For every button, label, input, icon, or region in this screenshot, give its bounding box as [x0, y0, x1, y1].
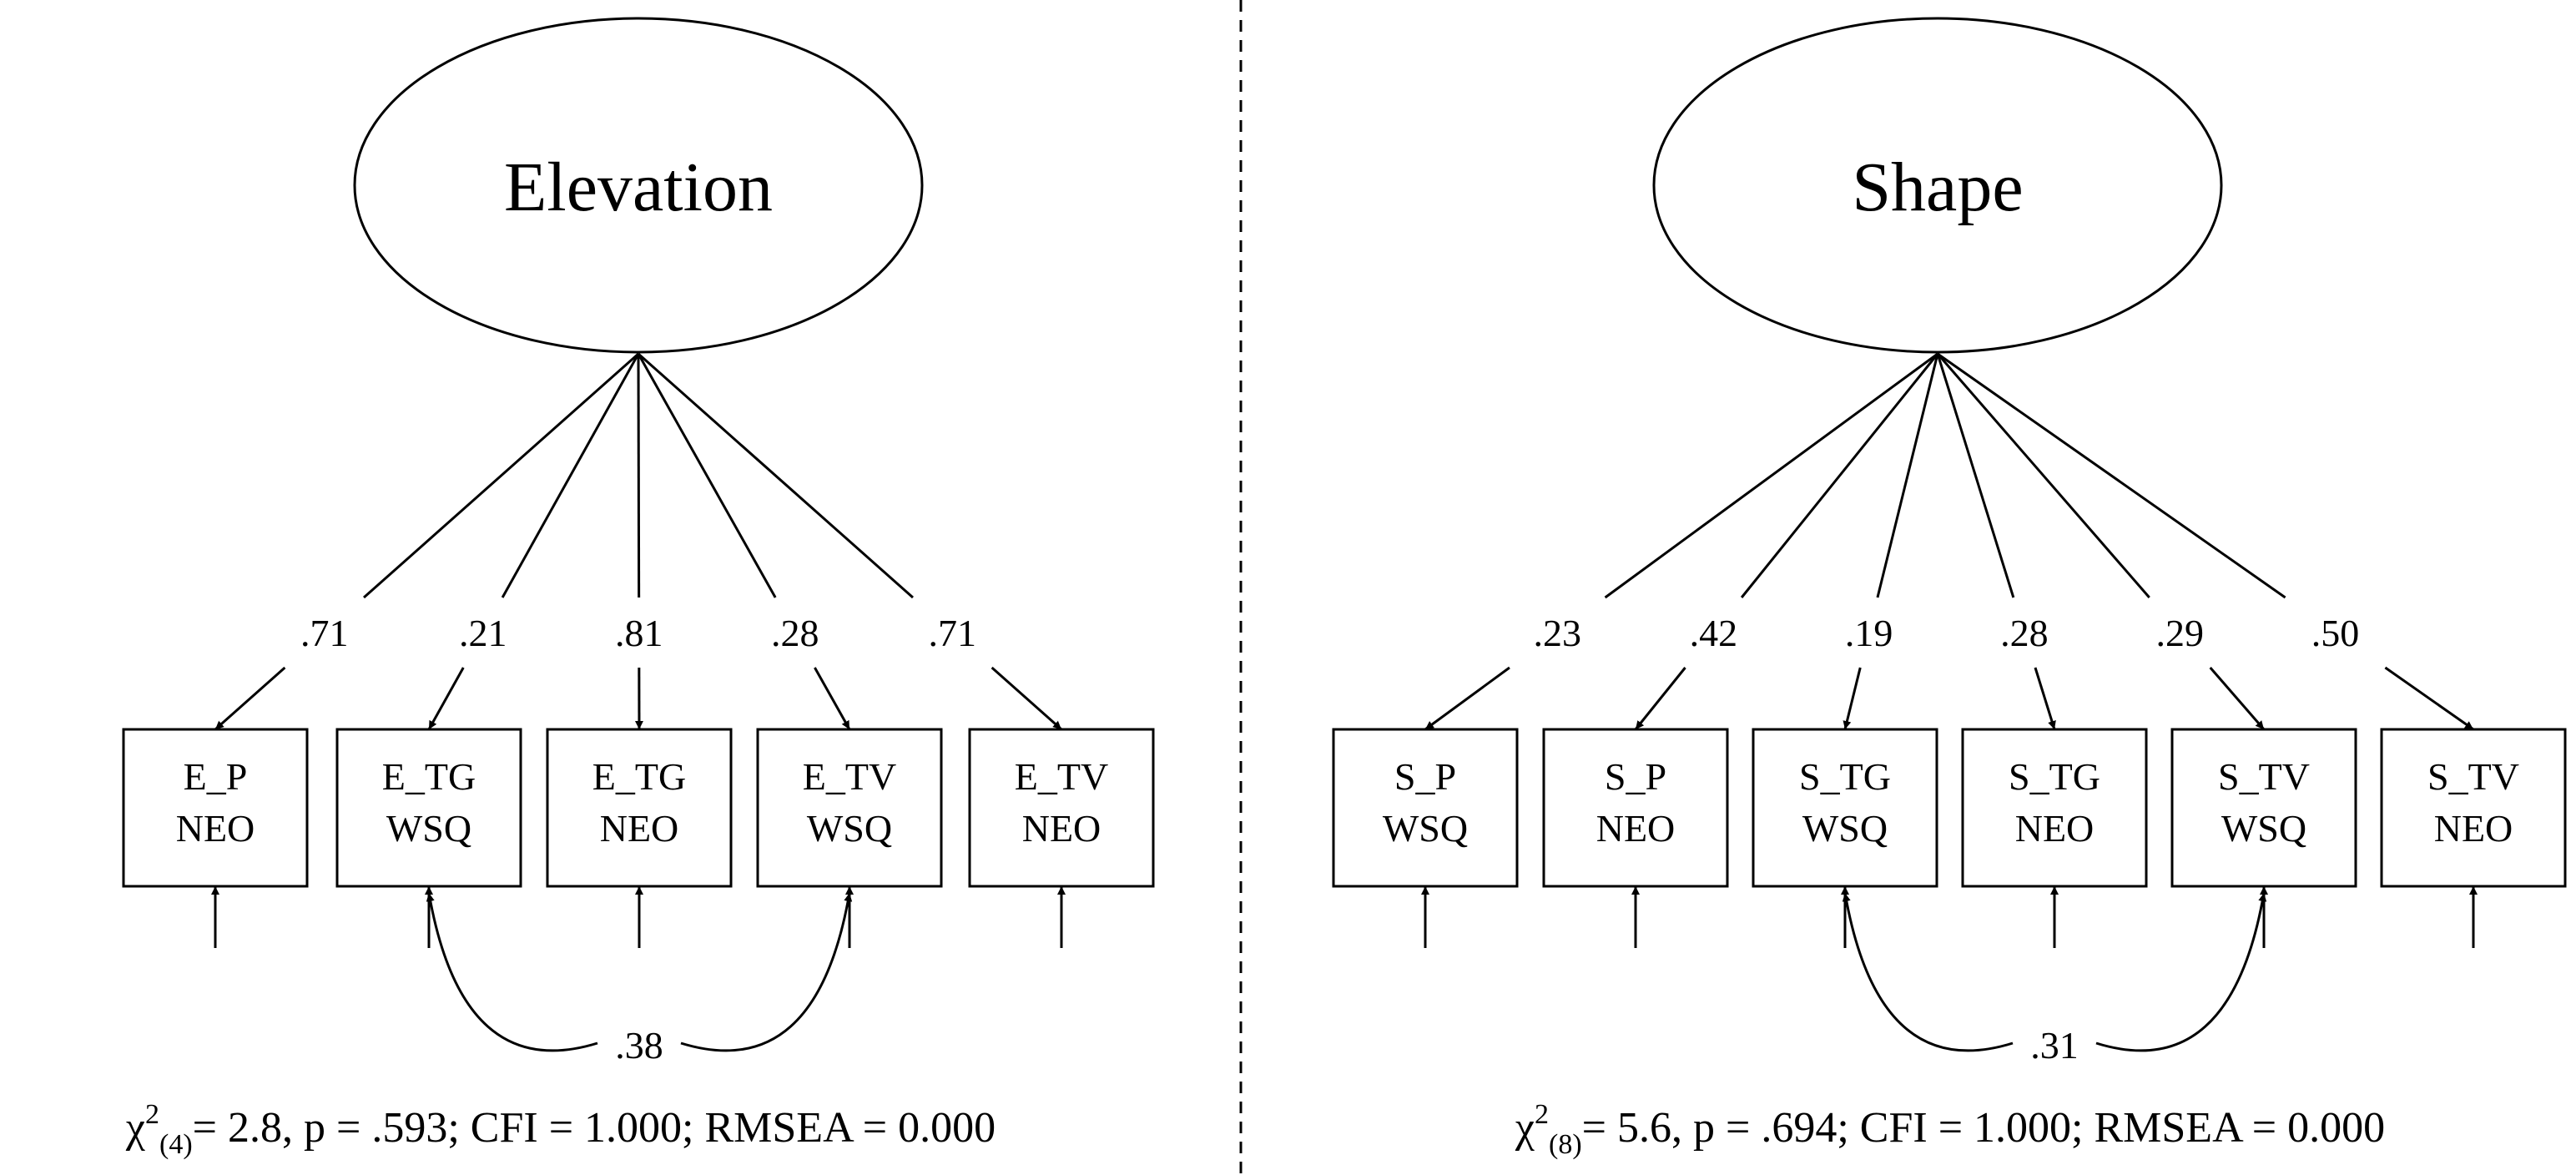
- loading-arrow: [2034, 667, 2056, 730]
- indicator-source: WSQ: [2221, 807, 2306, 850]
- panel-shape: Shape .23S_P WSQ .42S_P NEO .19S_TG WSQ .28S_T…: [1332, 17, 2567, 1160]
- loading-value: .81: [615, 612, 663, 654]
- indicator-source: NEO: [176, 807, 255, 850]
- fit-rest: = 2.8, p = .593; CFI = 1.000; RMSEA = 0.…: [193, 1104, 996, 1152]
- covariance-value: .38: [615, 1024, 663, 1067]
- loading-value: .42: [1690, 612, 1738, 654]
- indicator-name: S_TG: [2009, 755, 2100, 798]
- fit-statistics: χ2(8)= 5.6, p = .694; CFI = 1.000; RMSEA…: [1515, 1099, 2385, 1160]
- latent-label: Elevation: [504, 149, 773, 226]
- indicator-source: WSQ: [386, 807, 471, 850]
- indicator-source: WSQ: [807, 807, 892, 850]
- indicator-source: NEO: [600, 807, 679, 850]
- indicator-box: [1332, 728, 1519, 888]
- loading-arrow: [1424, 666, 1510, 731]
- fit-rest: = 5.6, p = .694; CFI = 1.000; RMSEA = 0.…: [1582, 1104, 2385, 1152]
- indicator-source: WSQ: [1383, 807, 1468, 850]
- indicator-name: E_TV: [1015, 755, 1108, 798]
- indicator-box: [546, 728, 733, 888]
- loading-path: [637, 353, 777, 598]
- loading-arrow: [1634, 667, 1686, 730]
- covariance-curve-left: [1842, 892, 2014, 1052]
- loading-value: .71: [300, 612, 349, 654]
- indicator-box: [1542, 728, 1729, 888]
- loading-arrow: [2384, 666, 2474, 731]
- loading-arrow: [214, 666, 286, 731]
- loading-arrow: [2209, 667, 2266, 730]
- indicator-box: [122, 728, 309, 888]
- covariance-curve-left: [426, 892, 598, 1052]
- chi-df: (4): [159, 1129, 193, 1160]
- indicator-source: NEO: [1596, 807, 1676, 850]
- covariance-curve-right: [2095, 892, 2267, 1052]
- indicator-name: S_TG: [1799, 755, 1891, 798]
- chi-symbol: χ: [125, 1104, 145, 1152]
- loading-arrow: [1843, 667, 1862, 730]
- loading-path: [363, 352, 639, 599]
- loading-arrow: [991, 666, 1062, 731]
- loading-value: .29: [2155, 612, 2204, 654]
- loading-path: [501, 353, 640, 598]
- indicator-source: NEO: [1022, 807, 1101, 850]
- loading-path: [1876, 353, 1939, 598]
- loading-path: [1936, 353, 2150, 598]
- indicator-name: S_TV: [2427, 755, 2519, 798]
- fit-statistics: χ2(4)= 2.8, p = .593; CFI = 1.000; RMSEA…: [125, 1099, 996, 1160]
- indicator-box: [968, 728, 1155, 888]
- covariance-value: .31: [2030, 1024, 2079, 1067]
- chi-symbol: χ: [1515, 1104, 1535, 1152]
- loading-path: [638, 352, 914, 599]
- indicator-name: E_TG: [382, 755, 476, 798]
- indicator-box: [1961, 728, 2148, 888]
- loading-path: [637, 353, 641, 598]
- loading-value: .28: [771, 612, 819, 654]
- latent-ellipse: [1652, 17, 2223, 354]
- chi-superscript: 2: [145, 1099, 159, 1130]
- indicator-group: .23S_P WSQ .42S_P NEO .19S_TG WSQ .28S_TG NEO .2…: [1332, 352, 2567, 1067]
- loading-path: [1740, 353, 1939, 598]
- indicator-box: [1752, 728, 1938, 888]
- loading-value: .19: [1845, 612, 1893, 654]
- indicator-name: S_TV: [2218, 755, 2310, 798]
- indicator-source: NEO: [2015, 807, 2095, 850]
- loading-arrow: [814, 667, 851, 730]
- indicator-name: E_TG: [592, 755, 686, 798]
- loading-path: [1937, 352, 2286, 599]
- indicator-box: [2170, 728, 2357, 888]
- indicator-source: WSQ: [1802, 807, 1888, 850]
- indicator-name: E_P: [184, 755, 248, 798]
- latent-ellipse: [353, 17, 924, 354]
- latent-label: Shape: [1852, 149, 2023, 226]
- loading-value: .50: [2311, 612, 2360, 654]
- loading-arrow: [427, 667, 465, 730]
- loading-value: .71: [929, 612, 977, 654]
- loading-value: .23: [1534, 612, 1582, 654]
- chi-superscript: 2: [1535, 1099, 1549, 1130]
- panel-elevation: Elevation .71E_P NEO .21E_TG WSQ .81E_TG NEO.…: [122, 17, 1155, 1160]
- chi-df: (8): [1549, 1129, 1582, 1160]
- indicator-name: E_TV: [803, 755, 896, 798]
- loading-value: .28: [2000, 612, 2049, 654]
- indicator-source: NEO: [2434, 807, 2513, 850]
- indicator-group: .71E_P NEO .21E_TG WSQ .81E_TG NEO .28E_TV WSQ.…: [122, 352, 1155, 1067]
- indicator-name: S_P: [1394, 755, 1456, 798]
- indicator-box: [2380, 728, 2567, 888]
- loading-value: .21: [459, 612, 507, 654]
- loading-path: [1936, 353, 2015, 598]
- loading-path: [1604, 352, 1938, 599]
- covariance-curve-right: [680, 892, 853, 1052]
- indicator-name: S_P: [1605, 755, 1666, 798]
